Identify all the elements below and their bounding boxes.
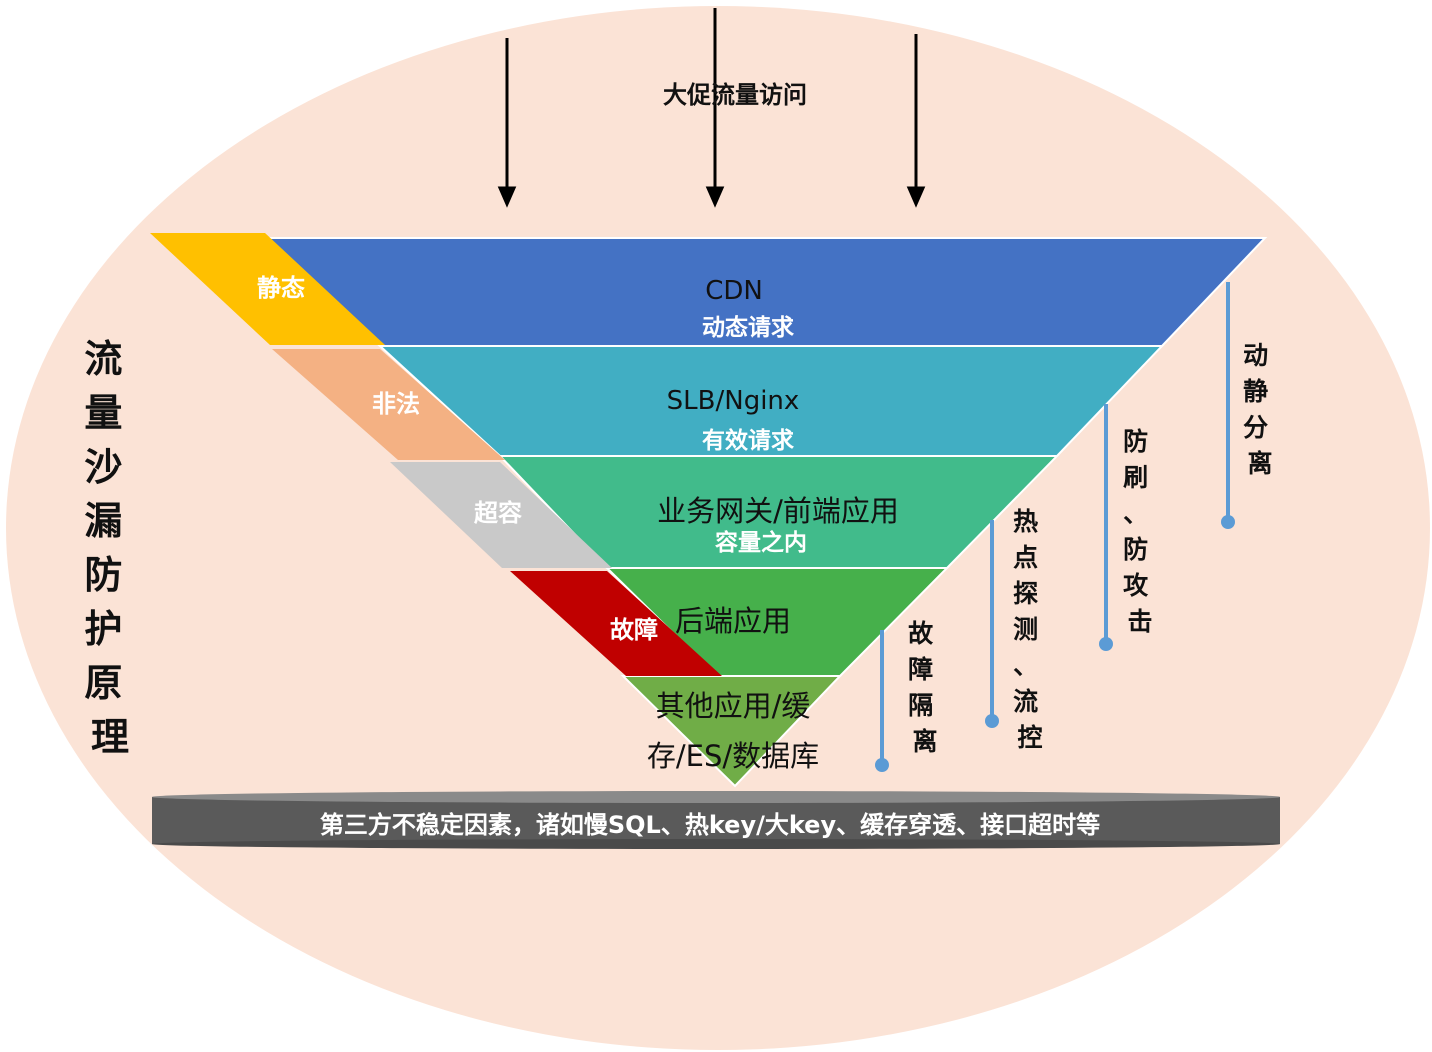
layer-slb-name: SLB/Nginx <box>667 386 800 416</box>
filter-label-fault: 故障 <box>610 616 658 644</box>
side-label-fault-isolation: 故 障 隔 离 <box>908 619 942 756</box>
side-markers <box>875 282 1235 772</box>
bottom-bar <box>152 791 1280 849</box>
filter-label-overcapacity: 超容 <box>474 499 522 527</box>
top-label: 大促流量访问 <box>663 81 807 109</box>
layer-gateway-name: 业务网关/前端应用 <box>657 494 899 528</box>
layer-slb-sub: 有效请求 <box>702 427 794 454</box>
side-label-hotspot-flow: 热 点 探 测 、 流 控 <box>1013 507 1047 752</box>
layer-gateway-sub: 容量之内 <box>715 529 807 556</box>
layer-storage <box>620 675 843 788</box>
filter-label-illegal: 非法 <box>372 390 420 418</box>
incoming-arrows <box>497 8 926 208</box>
diagram-title: 流 量 沙 漏 防 护 原 理 <box>84 337 135 759</box>
layer-storage-name-2: 存/ES/数据库 <box>647 739 819 773</box>
side-label-dynamic-static: 动 静 分 离 <box>1243 341 1277 478</box>
layer-backend-name: 后端应用 <box>675 604 791 638</box>
filter-overcapacity <box>390 462 612 568</box>
layer-cdn-sub: 动态请求 <box>702 314 794 341</box>
layer-cdn-name: CDN <box>705 276 763 306</box>
side-label-anti-attack: 防 刷 、 防 攻 击 <box>1123 427 1157 636</box>
filter-fault <box>510 571 722 676</box>
bottom-bar-text: 第三方不稳定因素，诸如慢SQL、热key/大key、缓存穿透、接口超时等 <box>320 811 1100 839</box>
filter-illegal <box>272 349 505 460</box>
layer-storage-name-1: 其他应用/缓 <box>656 689 811 723</box>
filter-label-static: 静态 <box>257 274 305 302</box>
filter-static <box>150 233 385 345</box>
